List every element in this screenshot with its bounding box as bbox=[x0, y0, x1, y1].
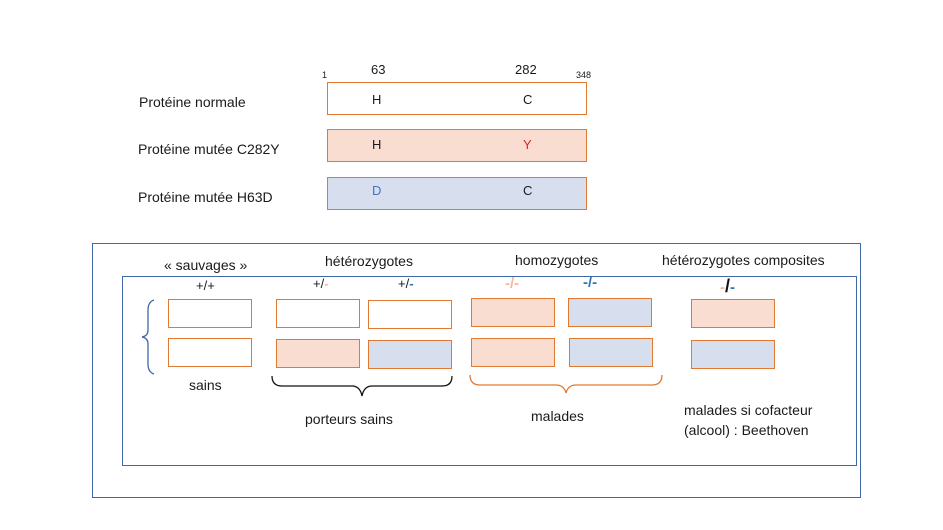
residue-h63-normal: H bbox=[372, 92, 382, 107]
allele-box-compound-top bbox=[691, 299, 775, 328]
genotype-het-c282y: +/- bbox=[313, 276, 329, 291]
genotype-homo-h63d: -/- bbox=[583, 274, 598, 291]
allele-box-homo-c282y-top bbox=[471, 298, 555, 327]
brace-homozygotes bbox=[469, 374, 663, 394]
allele-box-homo-h63d-bottom bbox=[569, 338, 653, 367]
residue-d63-mutant: D bbox=[372, 183, 382, 198]
genotype-het-h63d-plus: +/ bbox=[398, 276, 410, 291]
header-compound-heterozygotes: hétérozygotes composites bbox=[662, 252, 825, 268]
genotype-compound-slash: / bbox=[725, 276, 731, 296]
genotype-compound-c282y: - bbox=[720, 279, 725, 296]
position-282: 282 bbox=[515, 62, 537, 77]
allele-box-het-h63d-top bbox=[368, 300, 452, 329]
protein-bar-c282y bbox=[327, 129, 587, 162]
allele-box-wild-top bbox=[168, 299, 252, 328]
label-protein-c282y: Protéine mutée C282Y bbox=[138, 141, 280, 157]
genotype-panel-inner-frame bbox=[122, 276, 857, 466]
caption-compound-line1: malades si cofacteur bbox=[684, 402, 813, 418]
allele-box-het-c282y-bottom bbox=[276, 339, 360, 368]
allele-box-compound-bottom bbox=[691, 340, 775, 369]
allele-box-het-h63d-bottom bbox=[368, 340, 452, 369]
genotype-compound-h63d: - bbox=[730, 279, 736, 296]
position-63: 63 bbox=[371, 62, 386, 77]
genotype-het-h63d: +/- bbox=[398, 276, 414, 291]
caption-sick: malades bbox=[531, 408, 584, 424]
caption-healthy-carriers: porteurs sains bbox=[305, 411, 393, 427]
allele-pair-bracket bbox=[141, 299, 155, 375]
position-end: 348 bbox=[576, 70, 592, 80]
genotype-het-h63d-minus: - bbox=[409, 276, 414, 291]
residue-c282-normal: C bbox=[523, 92, 533, 107]
genotype-het-c282y-minus: - bbox=[324, 276, 329, 291]
header-wild-type: « sauvages » bbox=[164, 257, 248, 273]
caption-compound-line2: (alcool) : Beethoven bbox=[684, 422, 809, 438]
allele-box-homo-h63d-top bbox=[568, 298, 652, 327]
genotype-panel-outer-frame bbox=[92, 243, 861, 498]
caption-healthy: sains bbox=[189, 377, 222, 393]
genotype-het-c282y-plus: +/ bbox=[313, 276, 325, 291]
protein-bar-h63d bbox=[327, 177, 587, 210]
genotype-wild: +/+ bbox=[196, 278, 215, 293]
residue-y282-mutant: Y bbox=[523, 137, 532, 152]
header-homozygotes: homozygotes bbox=[515, 252, 599, 268]
position-start: 1 bbox=[322, 70, 328, 80]
label-protein-normal: Protéine normale bbox=[139, 94, 246, 110]
header-heterozygotes: hétérozygotes bbox=[325, 253, 413, 269]
genotype-homo-c282y: -/- bbox=[505, 275, 520, 292]
brace-heterozygotes bbox=[271, 375, 453, 397]
genotype-compound: -/- bbox=[720, 276, 735, 297]
residue-h63-c282y: H bbox=[372, 137, 382, 152]
protein-bar-normal bbox=[327, 82, 587, 115]
allele-box-het-c282y-top bbox=[276, 299, 360, 328]
residue-c282-h63d: C bbox=[523, 183, 533, 198]
allele-box-wild-bottom bbox=[168, 338, 252, 367]
allele-box-homo-c282y-bottom bbox=[471, 338, 555, 367]
label-protein-h63d: Protéine mutée H63D bbox=[138, 189, 273, 205]
